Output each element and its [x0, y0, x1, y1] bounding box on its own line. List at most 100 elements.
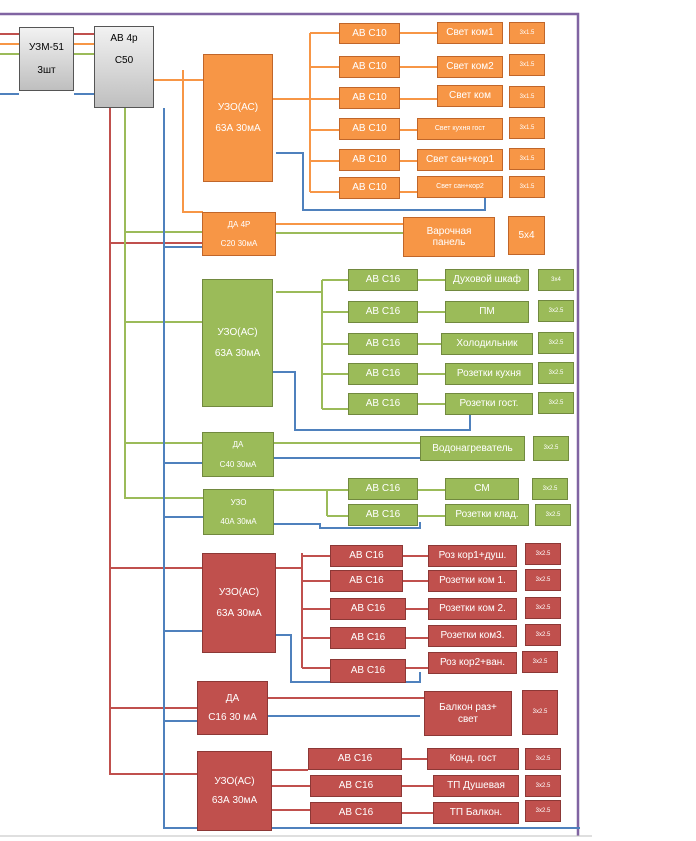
cable-stove: 5х4 — [508, 216, 545, 255]
breaker-label: АВ С10 — [352, 27, 387, 39]
breaker-orange-5: АВ С10 — [339, 149, 400, 171]
load-label: Варочная — [426, 225, 472, 237]
cable-heater: 3х2.5 — [533, 436, 569, 461]
load-orange-2: Свет ком2 — [437, 56, 503, 78]
cable-label: 3х2.5 — [548, 369, 564, 376]
cable-label: 3х2.5 — [535, 631, 551, 638]
breaker-label: АВ С16 — [349, 575, 384, 587]
load-label: Свет кухня гост — [434, 124, 486, 132]
cable-label: 5х4 — [518, 229, 535, 241]
cable-red2-3: 3х2.5 — [525, 800, 561, 822]
breaker-label: АВ С16 — [365, 398, 401, 410]
load-label: ТП Душевая — [447, 780, 505, 792]
breaker-label: АВ С10 — [352, 61, 387, 73]
load-red-1: Роз кор1+душ. — [428, 545, 517, 567]
breaker-red-5: АВ С16 — [330, 659, 406, 683]
cable-label: 3х2.5 — [535, 576, 551, 583]
load-stove: Варочная панель — [403, 217, 495, 257]
load-orange-6: Свет сан+кор2 — [417, 176, 503, 198]
uzo-type: УЗО(АС) — [218, 586, 260, 598]
load-label-2: свет — [457, 713, 478, 725]
load-label: Конд. гост — [449, 753, 497, 765]
cable-label: 3х2.5 — [548, 307, 564, 314]
cable-label: 3х1.5 — [519, 155, 535, 162]
load-label: Розетки кухня — [456, 368, 522, 380]
cable-orange-4: 3х1.5 — [509, 117, 545, 139]
rcbo-stove: ДА 4Р С20 30мА — [202, 212, 276, 256]
cable-label: 3х2.5 — [532, 709, 548, 716]
load-orange-1: Свет ком1 — [437, 22, 503, 44]
breaker-green-1: АВ С16 — [348, 269, 418, 291]
rcbo-rating: С40 30мА — [219, 459, 257, 469]
cable-green-4: 3х2.5 — [538, 362, 574, 384]
load-red2-1: Конд. гост — [427, 748, 519, 770]
load-label: Свет ком2 — [446, 61, 494, 73]
load-green-4: Розетки кухня — [445, 363, 533, 385]
load-green-2: ПМ — [445, 301, 529, 323]
load-label: Розетки клад. — [455, 509, 519, 521]
breaker-orange-3: АВ С10 — [339, 87, 400, 109]
load-label: Розетки гост. — [459, 398, 519, 410]
cable-red-1: 3х2.5 — [525, 543, 561, 565]
rcbo-type: ДА 4Р — [227, 219, 251, 229]
breaker-label: АВ С16 — [365, 509, 401, 521]
uzo-rating: 40А 30мА — [220, 517, 257, 526]
cable-orange-6: 3х1.5 — [509, 176, 545, 198]
load-orange-5: Свет сан+кор1 — [417, 149, 503, 171]
breaker-green-2: АВ С16 — [348, 301, 418, 323]
breaker-label: АВ С10 — [352, 123, 387, 135]
load-label-2: панель — [432, 237, 466, 248]
cable-label: 3х2.5 — [535, 604, 551, 611]
cable-green-3: 3х2.5 — [538, 332, 574, 354]
load-red-2: Розетки ком 1. — [428, 570, 517, 592]
cable-label: 3х1.5 — [519, 124, 535, 131]
load-orange-4: Свет кухня гост — [417, 118, 503, 140]
cable-label: 3х1.5 — [519, 93, 535, 100]
load-balcony: Балкон раз+ свет — [424, 691, 512, 736]
load-green2-2: Розетки клад. — [445, 504, 529, 526]
uzo-green-2: УЗО 40А 30мА — [203, 489, 274, 535]
load-red-3: Розетки ком 2. — [428, 598, 517, 620]
cable-green-5: 3х2.5 — [538, 392, 574, 414]
uzo-orange: УЗО(АС) 63А 30мА — [203, 54, 273, 182]
breaker-label: АВ С10 — [352, 92, 387, 104]
cable-red2-2: 3х2.5 — [525, 775, 561, 797]
load-label: ПМ — [479, 306, 495, 318]
load-label: Розетки ком 2. — [439, 603, 506, 615]
breaker-orange-4: АВ С10 — [339, 118, 400, 140]
breaker-label: АВ С16 — [350, 665, 386, 677]
cable-label: 3х2.5 — [535, 782, 551, 789]
breaker-label: АВ С16 — [350, 603, 386, 615]
red-group-wires — [268, 553, 433, 814]
load-label: Балкон раз+ — [439, 702, 497, 713]
load-label: Роз кор2+ван. — [439, 657, 506, 669]
breaker-label: АВ С16 — [365, 483, 401, 495]
uzo-rating: 63А 30мА — [215, 123, 261, 134]
cable-red-4: 3х2.5 — [525, 624, 561, 646]
cable-green2-1: 3х2.5 — [532, 478, 568, 500]
breaker-label: АВ С16 — [350, 632, 386, 644]
cable-green-1: 3х4 — [538, 269, 574, 291]
uzm-label: УЗМ-51 — [29, 41, 64, 53]
cable-orange-2: 3х1.5 — [509, 54, 545, 76]
cable-balcony: 3х2.5 — [522, 690, 558, 735]
breaker-label: АВ С10 — [352, 182, 387, 194]
cable-red-3: 3х2.5 — [525, 597, 561, 619]
cable-orange-5: 3х1.5 — [509, 148, 545, 170]
breaker-red2-1: АВ С16 — [308, 748, 402, 770]
main-breaker-rating: С50 — [114, 54, 134, 66]
breaker-red2-2: АВ С16 — [310, 775, 402, 797]
uzo-rating: 63А 30мА — [214, 348, 261, 359]
load-orange-3: Свет ком — [437, 85, 503, 107]
cable-red-5: 3х2.5 — [522, 651, 558, 673]
breaker-red-3: АВ С16 — [330, 598, 406, 620]
load-label: Свет ком — [449, 90, 491, 102]
cable-label: 3х2.5 — [532, 658, 548, 665]
breaker-label: АВ С10 — [352, 154, 387, 166]
cable-orange-3: 3х1.5 — [509, 86, 545, 108]
enclosure-outline — [0, 12, 580, 836]
load-label: Свет ком1 — [446, 27, 494, 39]
load-label: Роз кор1+душ. — [438, 550, 507, 562]
cable-label: 3х1.5 — [519, 29, 535, 36]
